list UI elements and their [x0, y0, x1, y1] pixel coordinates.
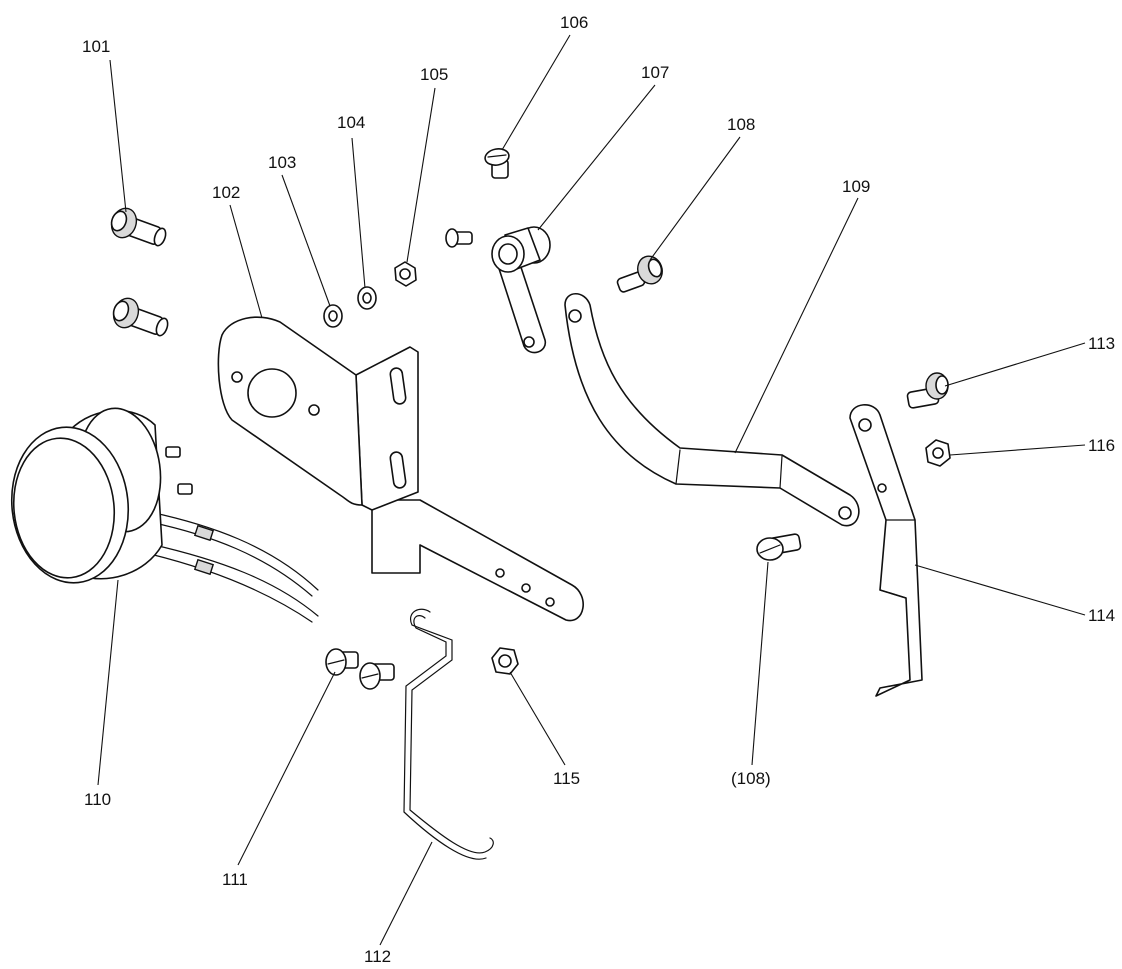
- callout-103: 103: [268, 153, 296, 172]
- part-104-lock-washer: [357, 286, 377, 310]
- part-103-flat-washer: [323, 304, 343, 328]
- leader-102: [229, 204, 263, 319]
- part-107-pin: [445, 228, 473, 248]
- leader-116: [949, 444, 1086, 456]
- leader-103: [281, 174, 331, 307]
- part-101-shoulder-screw-lower: [112, 297, 169, 337]
- callout-109: 109: [842, 177, 870, 196]
- callout-114: 114: [1088, 606, 1115, 625]
- callout-labels: 101 102 103 104 105 106 107 108 109 110 …: [82, 13, 1115, 966]
- part-115-hex-nut: [491, 647, 519, 675]
- callout-116: 116: [1088, 436, 1115, 455]
- part-113-shoulder-screw: [906, 372, 949, 409]
- part-112-wire-spring: [403, 608, 494, 860]
- part-105-hex-nut: [394, 261, 417, 287]
- callout-104: 104: [337, 113, 365, 132]
- part-114-bent-lever: [849, 404, 923, 697]
- part-111-screw-left: [325, 648, 359, 676]
- callout-107: 107: [641, 63, 669, 82]
- part-108-shoulder-screw: [616, 255, 663, 293]
- leader-108ref: [751, 561, 769, 766]
- leader-lines: [97, 34, 1086, 946]
- part-109-link: [564, 292, 860, 527]
- leader-112: [379, 841, 433, 946]
- part-111-screw-right: [359, 662, 395, 690]
- part-102-main-bracket: [217, 316, 584, 622]
- leader-109: [734, 197, 859, 454]
- leader-110: [97, 579, 119, 786]
- leader-101: [109, 59, 127, 213]
- callout-108: 108: [727, 115, 755, 134]
- leader-115: [509, 671, 566, 766]
- callout-113: 113: [1088, 334, 1115, 353]
- leader-108: [649, 136, 741, 261]
- leader-106: [501, 34, 571, 151]
- callout-101: 101: [82, 37, 110, 56]
- callout-111: 111: [222, 870, 248, 889]
- part-107-lever: [491, 226, 551, 354]
- callout-106: 106: [560, 13, 588, 32]
- leader-113: [944, 342, 1086, 387]
- callout-108-reference: (108): [731, 769, 771, 788]
- leader-105: [406, 87, 436, 263]
- callout-112: 112: [364, 947, 391, 966]
- leader-104: [351, 137, 366, 289]
- leader-107: [537, 84, 656, 231]
- callout-110: 110: [84, 790, 111, 809]
- part-110-motor: [10, 407, 319, 623]
- leader-111: [237, 671, 336, 866]
- callout-105: 105: [420, 65, 448, 84]
- callout-102: 102: [212, 183, 240, 202]
- part-116-hex-nut: [925, 439, 951, 467]
- callout-115: 115: [553, 769, 580, 788]
- part-108-screw-reference: [756, 533, 802, 561]
- leader-114: [914, 564, 1086, 616]
- part-106-screw: [484, 148, 510, 179]
- part-101-shoulder-screw-upper: [110, 207, 167, 247]
